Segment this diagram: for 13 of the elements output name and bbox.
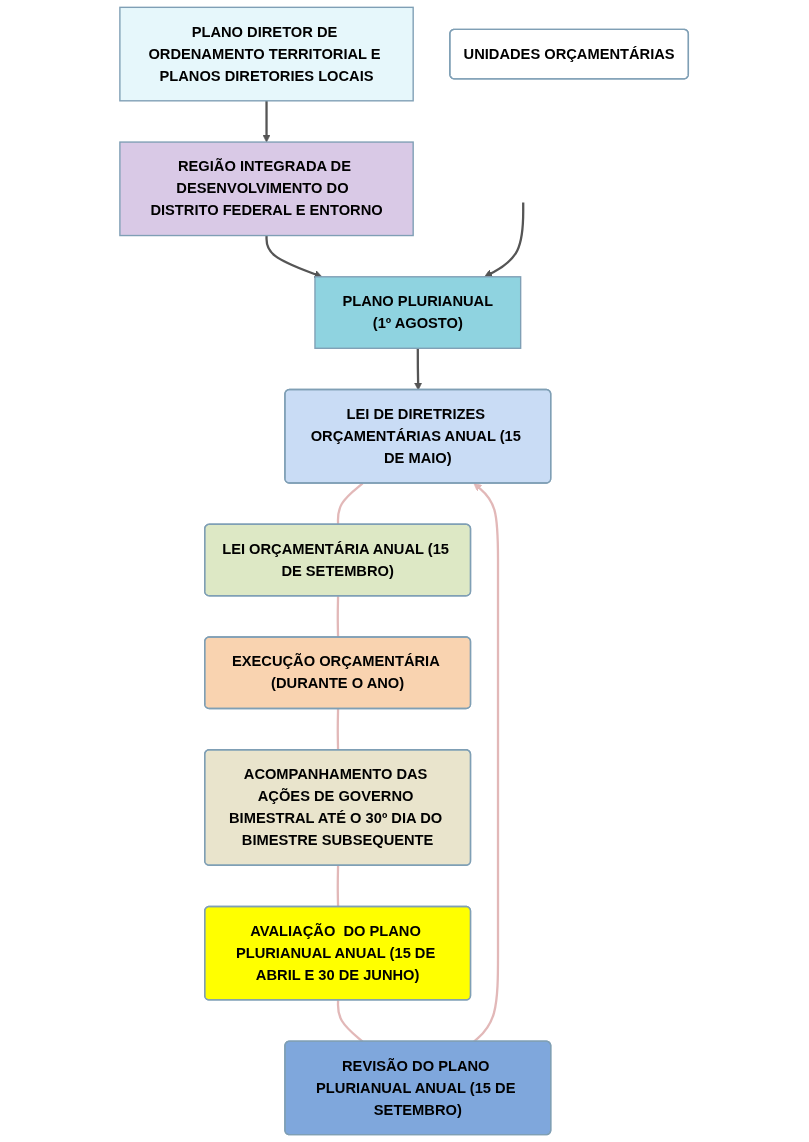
connector bbox=[337, 865, 340, 907]
connector bbox=[337, 482, 364, 525]
arrow bbox=[414, 348, 423, 391]
arrow bbox=[484, 202, 525, 278]
connector bbox=[337, 708, 340, 751]
arrow bbox=[262, 100, 271, 143]
node-box: REGIÃO INTEGRADA DE DESENVOLVIMENTO DO DISTRITO FEDERAL E ENTORNO bbox=[119, 141, 415, 237]
arrow bbox=[473, 483, 500, 1043]
node-box: PLANO PLURIANUAL (1º AGOSTO) bbox=[314, 276, 522, 349]
arrow bbox=[265, 235, 323, 279]
node-box: PLANO DIRETOR DE ORDENAMENTO TERRITORIAL E PLANOS DIRETORIES LOCAIS bbox=[119, 6, 415, 102]
connector bbox=[337, 1000, 364, 1043]
connector bbox=[337, 596, 340, 638]
